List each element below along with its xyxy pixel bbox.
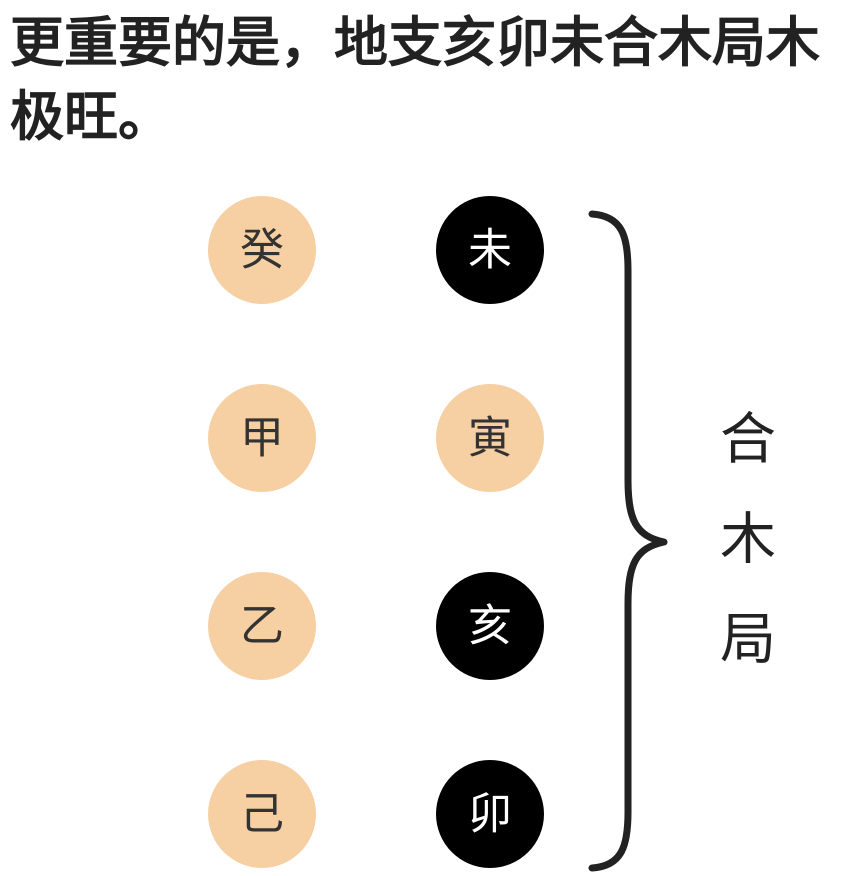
group-label: 合木局 <box>720 408 776 673</box>
branch-label-4: 卯 <box>468 789 512 840</box>
branch-circle-2 <box>436 384 544 492</box>
stem-circle-4 <box>208 760 316 868</box>
branch-label-1: 未 <box>468 225 512 276</box>
stem-circle-1 <box>208 196 316 304</box>
group-label-char-3: 局 <box>720 608 776 673</box>
stem-label-4: 己 <box>240 789 284 840</box>
stem-label-3: 乙 <box>240 601 284 652</box>
branch-circle-4 <box>436 760 544 868</box>
branch-label-3: 亥 <box>468 601 512 652</box>
stem-circle-3 <box>208 572 316 680</box>
curly-brace-bracket <box>588 210 668 872</box>
headline: 更重要的是，地支亥卯未合木局木极旺。 <box>10 11 820 148</box>
stem-label-1: 癸 <box>240 225 284 276</box>
group-label-char-2: 木 <box>720 508 776 573</box>
stem-circle-2 <box>208 384 316 492</box>
branch-label-2: 寅 <box>468 413 512 464</box>
stem-label-2: 甲 <box>240 413 284 464</box>
group-label-char-1: 合 <box>720 408 776 473</box>
branch-circle-1 <box>436 196 544 304</box>
branch-circle-3 <box>436 572 544 680</box>
pillars-layer: 癸 未甲 寅乙 亥己 卯 <box>208 196 544 868</box>
